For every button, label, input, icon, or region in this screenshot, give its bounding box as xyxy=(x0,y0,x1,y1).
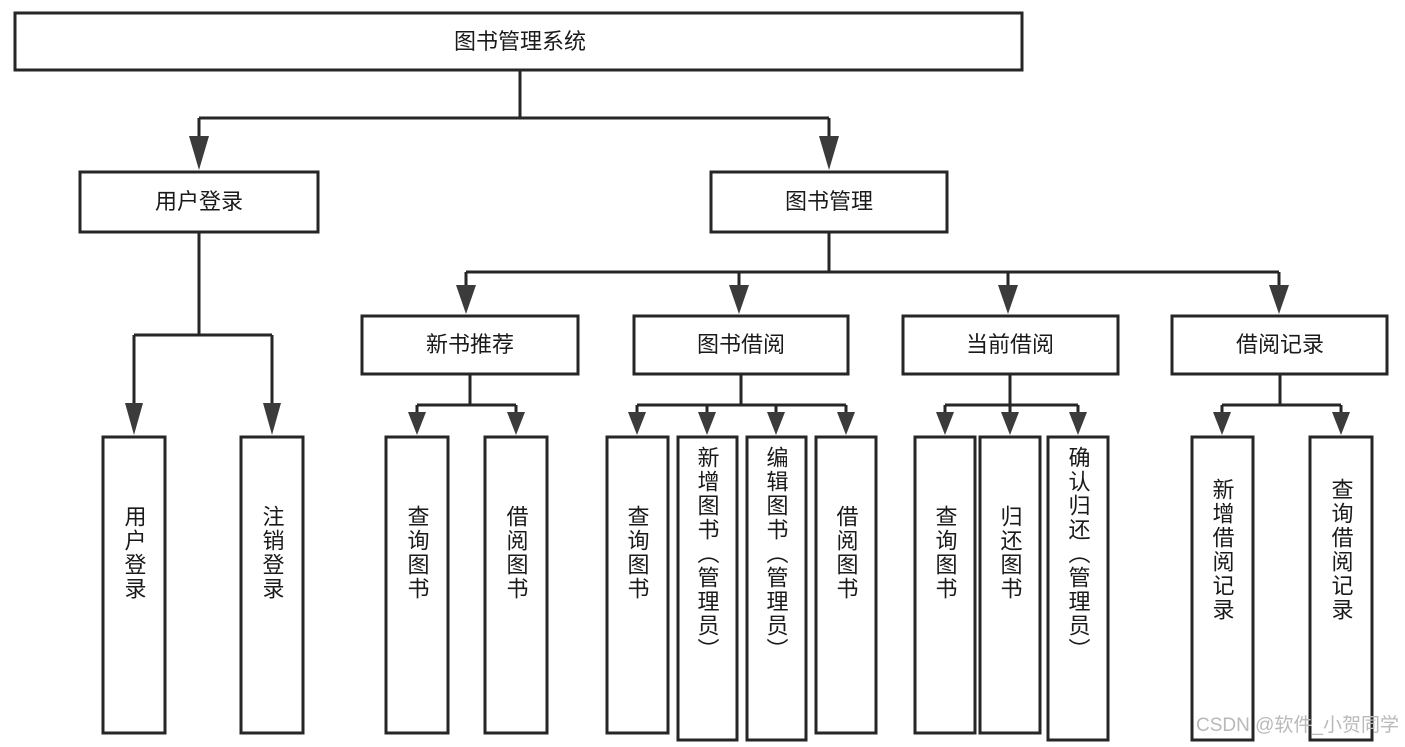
node-leaf-query-book-rec[interactable]: 查询图书 xyxy=(384,435,450,735)
node-leaf-user-logout-box[interactable] xyxy=(239,435,305,735)
node-leaf-user-login-box[interactable] xyxy=(101,435,167,735)
arrow-head-leaf-edit-book-admin xyxy=(767,412,785,435)
arrow-head-leaf-query-book-cur xyxy=(936,412,954,435)
node-leaf-user-logout-label: 注销登录 xyxy=(260,505,285,601)
node-leaf-query-book-rec-box[interactable] xyxy=(384,435,450,735)
node-leaf-confirm-return-admin-box[interactable] xyxy=(1046,435,1110,742)
node-leaf-borrow-book-rec-label: 借阅图书 xyxy=(504,505,529,601)
arrow-head-user-login xyxy=(189,136,209,170)
node-leaf-edit-book-admin-label: 编辑图书（管理员） xyxy=(764,446,789,662)
node-book-borrow-box[interactable] xyxy=(632,314,850,376)
node-book-manage[interactable]: 图书管理 xyxy=(709,170,949,234)
arrow-head-leaf-user-logout xyxy=(263,403,281,435)
csdn-watermark: CSDN @软件_小贺同学 xyxy=(1196,714,1399,736)
node-book-borrow[interactable]: 图书借阅 xyxy=(632,314,850,376)
node-leaf-user-logout[interactable]: 注销登录 xyxy=(239,435,305,735)
connector-layer xyxy=(125,70,1350,435)
arrow-head-borrow-record xyxy=(1269,285,1289,314)
node-leaf-add-book-admin[interactable]: 新增图书（管理员） xyxy=(676,435,739,742)
arrow-head-book-borrow xyxy=(729,285,749,314)
node-book-manage-box[interactable] xyxy=(709,170,949,234)
node-layer: 图书管理系统 用户登录 图书管理 新书推荐 图书借阅 xyxy=(13,11,1389,742)
arrow-head-leaf-user-login xyxy=(125,403,143,435)
node-leaf-confirm-return-admin-label: 确认归还（管理员） xyxy=(1066,446,1091,662)
node-leaf-query-borrow-record[interactable]: 查询借阅记录 xyxy=(1308,435,1374,742)
node-leaf-borrow-book-rec[interactable]: 借阅图书 xyxy=(483,435,549,735)
node-leaf-borrow-book-label: 借阅图书 xyxy=(834,505,859,601)
arrow-head-current-borrow xyxy=(998,285,1018,314)
node-current-borrow[interactable]: 当前借阅 xyxy=(901,314,1120,376)
node-leaf-add-book-admin-label: 新增图书（管理员） xyxy=(695,446,720,662)
node-leaf-query-borrow-record-label: 查询借阅记录 xyxy=(1329,478,1354,622)
node-leaf-borrow-book-rec-box[interactable] xyxy=(483,435,549,735)
arrow-head-leaf-query-book-rec xyxy=(408,412,426,435)
node-borrow-record-label: 借阅记录 xyxy=(1236,332,1324,357)
node-leaf-edit-book-admin[interactable]: 编辑图书（管理员） xyxy=(745,435,808,742)
node-user-login-box[interactable] xyxy=(78,170,320,234)
arrow-head-leaf-query-borrow-record xyxy=(1332,412,1350,435)
node-leaf-query-book-borrow-box[interactable] xyxy=(605,435,670,735)
node-leaf-edit-book-admin-box[interactable] xyxy=(745,435,808,742)
node-leaf-query-book-cur[interactable]: 查询图书 xyxy=(913,435,977,735)
node-book-borrow-label: 图书借阅 xyxy=(697,332,785,357)
node-borrow-record-box[interactable] xyxy=(1170,314,1389,376)
node-current-borrow-label: 当前借阅 xyxy=(966,332,1054,357)
node-leaf-query-book-borrow[interactable]: 查询图书 xyxy=(605,435,670,735)
arrow-head-leaf-add-book-admin xyxy=(698,412,716,435)
arrow-head-leaf-borrow-book-rec xyxy=(507,412,525,435)
node-user-login-label: 用户登录 xyxy=(155,189,243,214)
node-new-book-recommend-label: 新书推荐 xyxy=(426,332,514,357)
node-new-book-recommend-box[interactable] xyxy=(360,314,580,376)
node-leaf-return-book-label: 归还图书 xyxy=(998,505,1023,601)
node-root-label: 图书管理系统 xyxy=(454,29,586,54)
node-leaf-query-book-rec-label: 查询图书 xyxy=(405,505,430,601)
node-current-borrow-box[interactable] xyxy=(901,314,1120,376)
node-leaf-query-borrow-record-box[interactable] xyxy=(1308,435,1374,742)
node-leaf-confirm-return-admin[interactable]: 确认归还（管理员） xyxy=(1046,435,1110,742)
node-leaf-query-book-borrow-label: 查询图书 xyxy=(625,505,650,601)
arrow-head-new-book-recommend xyxy=(456,285,476,314)
node-leaf-user-login[interactable]: 用户登录 xyxy=(101,435,167,735)
node-leaf-user-login-label: 用户登录 xyxy=(122,505,147,601)
node-leaf-add-borrow-record-label: 新增借阅记录 xyxy=(1210,478,1235,622)
arrow-head-leaf-borrow-book xyxy=(837,412,855,435)
node-leaf-borrow-book[interactable]: 借阅图书 xyxy=(814,435,878,735)
node-root-box[interactable] xyxy=(13,11,1024,72)
arrow-head-leaf-return-book xyxy=(1001,412,1019,435)
node-leaf-query-book-cur-box[interactable] xyxy=(913,435,977,735)
node-new-book-recommend[interactable]: 新书推荐 xyxy=(360,314,580,376)
arrow-head-leaf-add-borrow-record xyxy=(1213,412,1231,435)
arrow-head-book-manage xyxy=(819,136,839,170)
node-leaf-return-book-box[interactable] xyxy=(978,435,1042,735)
node-leaf-add-borrow-record[interactable]: 新增借阅记录 xyxy=(1190,435,1255,742)
node-user-login[interactable]: 用户登录 xyxy=(78,170,320,234)
node-root[interactable]: 图书管理系统 xyxy=(13,11,1024,72)
node-leaf-add-borrow-record-box[interactable] xyxy=(1190,435,1255,742)
node-leaf-query-book-cur-label: 查询图书 xyxy=(933,505,958,601)
node-leaf-borrow-book-box[interactable] xyxy=(814,435,878,735)
node-leaf-add-book-admin-box[interactable] xyxy=(676,435,739,742)
arrow-head-leaf-query-book-borrow xyxy=(628,412,646,435)
node-borrow-record[interactable]: 借阅记录 xyxy=(1170,314,1389,376)
node-book-manage-label: 图书管理 xyxy=(785,189,873,214)
arrow-head-leaf-confirm-return-admin xyxy=(1069,412,1087,435)
node-leaf-return-book[interactable]: 归还图书 xyxy=(978,435,1042,735)
